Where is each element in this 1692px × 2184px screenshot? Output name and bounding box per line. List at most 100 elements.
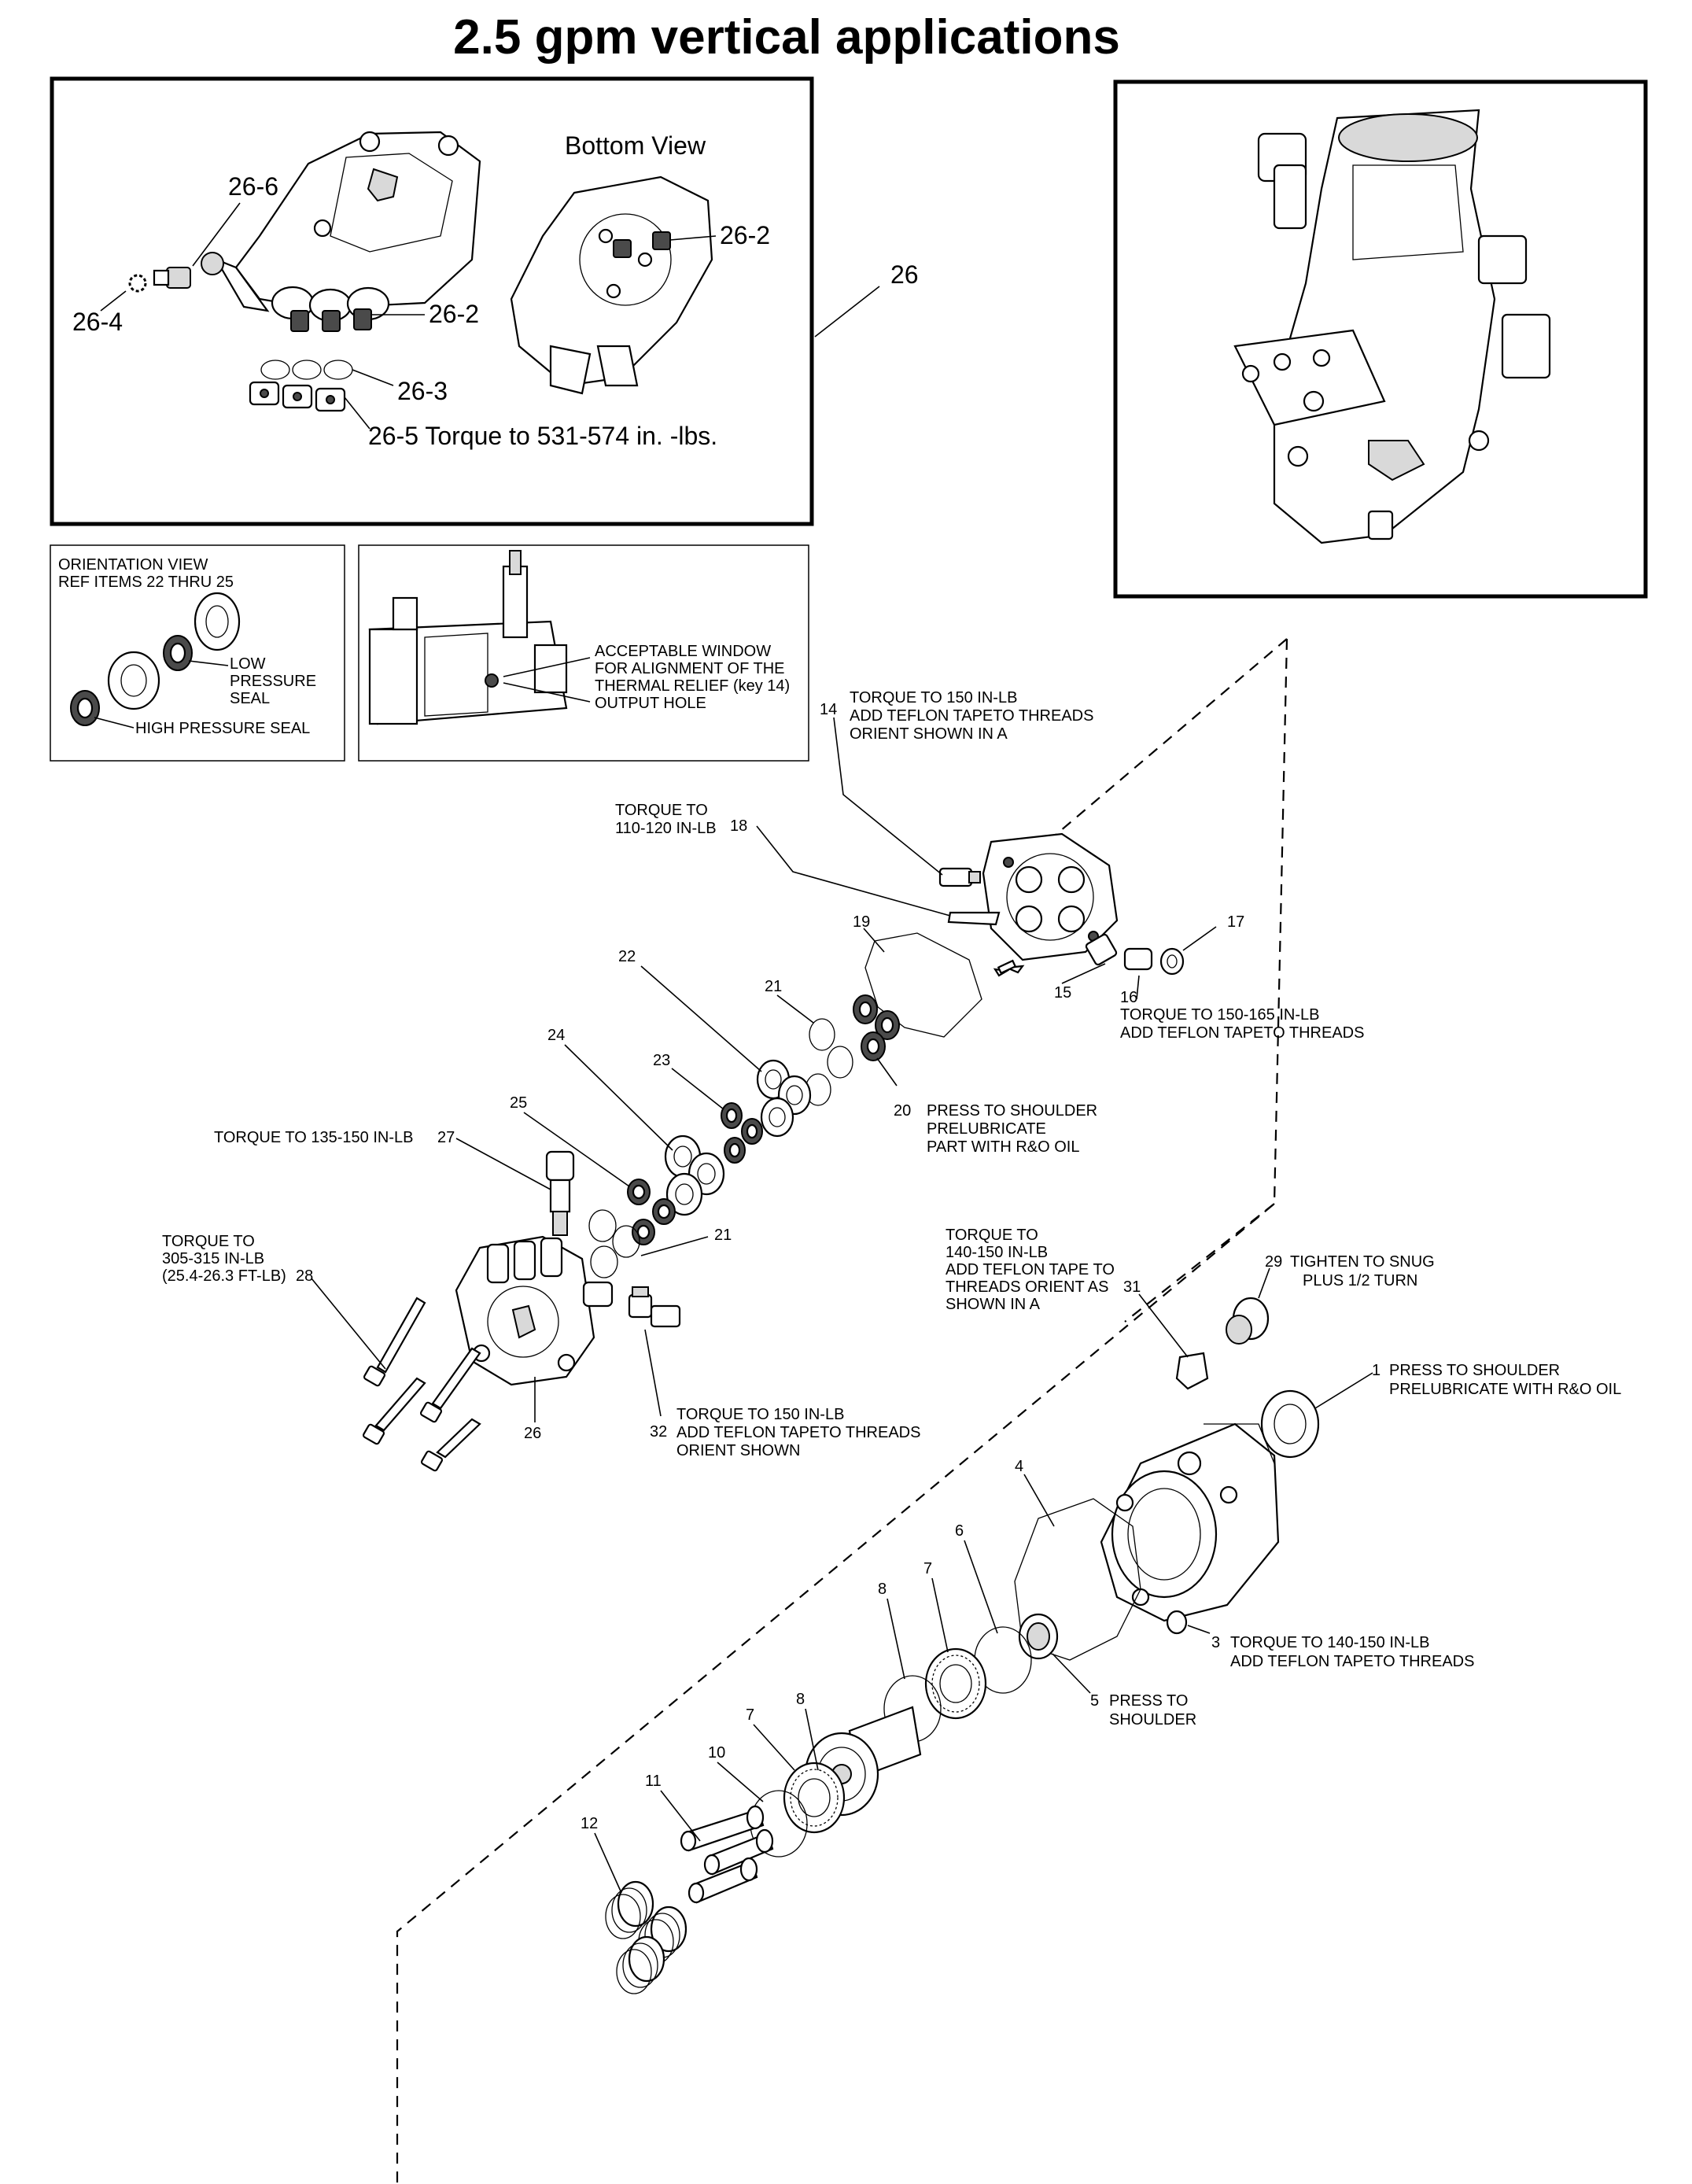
leader-21a <box>776 994 814 1024</box>
note-27: TORQUE TO 135-150 IN-LB <box>214 1129 413 1146</box>
leader-12 <box>594 1832 622 1894</box>
note-20-3: PART WITH R&O OIL <box>927 1138 1079 1156</box>
leader-3 <box>1187 1625 1211 1634</box>
view-a-panel <box>1113 79 1648 599</box>
leader-4 <box>1023 1474 1055 1527</box>
note-1-1: PRESS TO SHOULDER <box>1389 1362 1560 1379</box>
gasket-4 <box>1014 1498 1141 1661</box>
low-seal-label-2: PRESSURE <box>230 673 316 690</box>
note-3-1: TORQUE TO 140-150 IN-LB <box>1230 1634 1429 1651</box>
leader-16 <box>1136 975 1140 1000</box>
leader-11 <box>660 1790 701 1842</box>
plug-31 <box>1175 1352 1209 1390</box>
key-12: 12 <box>581 1815 598 1832</box>
key-26: 26 <box>524 1425 541 1442</box>
valve-26-6 <box>153 202 241 289</box>
note-5-1: PRESS TO <box>1109 1692 1188 1710</box>
bolts-28 <box>362 1297 481 1472</box>
leader-7b <box>753 1724 795 1771</box>
inset-26-panel: Bottom View <box>50 76 814 526</box>
leader-14 <box>833 717 943 876</box>
key-6: 6 <box>955 1522 964 1540</box>
orings-26-3 <box>260 360 394 386</box>
leader-24 <box>564 1044 673 1151</box>
note-31-2: 140-150 IN-LB <box>946 1244 1048 1261</box>
seal-1 <box>1260 1389 1320 1459</box>
seal-stack <box>588 994 900 1278</box>
callout-26-main: 26 <box>890 260 919 289</box>
note-32-1: TORQUE TO 150 IN-LB <box>676 1406 844 1423</box>
leader-22 <box>640 965 762 1072</box>
bottom-view-label: Bottom View <box>565 131 706 160</box>
key-19: 19 <box>853 913 870 931</box>
key-3: 3 <box>1211 1634 1220 1651</box>
valves-26-2 <box>290 308 425 332</box>
note-16-2: ADD TEFLON TAPETO THREADS <box>1120 1024 1364 1042</box>
leader-23 <box>671 1068 724 1110</box>
key-18: 18 <box>730 817 747 835</box>
low-seal-label-1: LOW <box>230 655 266 673</box>
relief-note-4: OUTPUT HOLE <box>595 695 706 712</box>
leader-28 <box>311 1278 386 1370</box>
key-7-lower: 7 <box>746 1706 754 1724</box>
key-5: 5 <box>1090 1692 1099 1710</box>
key-24: 24 <box>547 1027 565 1044</box>
note-18-2: 110-120 IN-LB <box>615 820 717 837</box>
key-14: 14 <box>820 701 837 718</box>
note-29-2: PLUS 1/2 TURN <box>1303 1272 1417 1289</box>
pump-head-drawing <box>201 131 481 323</box>
clip-26-4 <box>100 274 147 312</box>
leader-31 <box>1138 1293 1189 1358</box>
note-5-2: SHOULDER <box>1109 1711 1196 1728</box>
fitting-32 <box>628 1286 681 1328</box>
key-8-lower: 8 <box>796 1691 805 1708</box>
low-seal-label-3: SEAL <box>230 690 270 707</box>
key-4: 4 <box>1015 1458 1023 1475</box>
note-32-2: ADD TEFLON TAPETO THREADS <box>676 1424 920 1441</box>
dashed-envelope-lower-right <box>1124 1203 1275 1323</box>
relief-note-3: THERMAL RELIEF (key 14) <box>595 677 790 695</box>
label-26-2-right: 26-2 <box>720 221 770 249</box>
note-32-3: ORIENT SHOWN <box>676 1442 800 1459</box>
note-14-2: ADD TEFLON TAPETO THREADS <box>850 707 1093 725</box>
key-7-upper: 7 <box>923 1560 932 1577</box>
note-14-3: ORIENT SHOWN IN A <box>850 725 1008 743</box>
orientation-view-panel: ORIENTATION VIEW REF ITEMS 22 THRU 25 LO… <box>50 544 345 762</box>
label-26-4: 26-4 <box>72 308 123 336</box>
leader-6 <box>964 1540 998 1634</box>
note-28-3: (25.4-26.3 FT-LB) <box>162 1267 286 1285</box>
crankcase-drawing <box>1100 1422 1280 1622</box>
dashed-envelope <box>396 638 1288 2183</box>
note-31-3: ADD TEFLON TAPE TO <box>946 1261 1115 1278</box>
note-31-4: THREADS ORIENT AS <box>946 1278 1108 1296</box>
high-seal-label: HIGH PRESSURE SEAL <box>135 720 310 737</box>
leader-27 <box>455 1138 551 1190</box>
pistons-11 <box>680 1805 774 1904</box>
orientation-heading-2: REF ITEMS 22 THRU 25 <box>58 574 234 591</box>
note-14-1: TORQUE TO 150 IN-LB <box>850 689 1017 706</box>
leader-19 <box>863 928 885 953</box>
leader-8a <box>887 1598 905 1680</box>
leader-21b <box>640 1236 709 1256</box>
plugs-26-5 <box>249 381 370 430</box>
key-16: 16 <box>1120 989 1137 1006</box>
manifold-assembly <box>938 832 1185 977</box>
leader-1 <box>1314 1372 1373 1409</box>
leader-7a <box>931 1577 949 1653</box>
plug-3 <box>1166 1610 1188 1635</box>
key-32: 32 <box>650 1423 667 1441</box>
label-26-2-left: 26-2 <box>429 300 479 328</box>
page-title: 2.5 gpm vertical applications <box>453 10 1120 65</box>
label-26-3: 26-3 <box>397 377 448 405</box>
key-23: 23 <box>653 1052 670 1069</box>
gasket-19 <box>864 932 982 1038</box>
leader-17 <box>1182 926 1217 951</box>
key-31: 31 <box>1123 1278 1141 1296</box>
note-3-2: ADD TEFLON TAPETO THREADS <box>1230 1653 1474 1670</box>
key-10: 10 <box>708 1744 725 1762</box>
note-31-5: SHOWN IN A <box>946 1296 1041 1313</box>
leader-29 <box>1258 1267 1270 1299</box>
note-28-2: 305-315 IN-LB <box>162 1250 264 1267</box>
springs-12 <box>605 1880 687 1994</box>
